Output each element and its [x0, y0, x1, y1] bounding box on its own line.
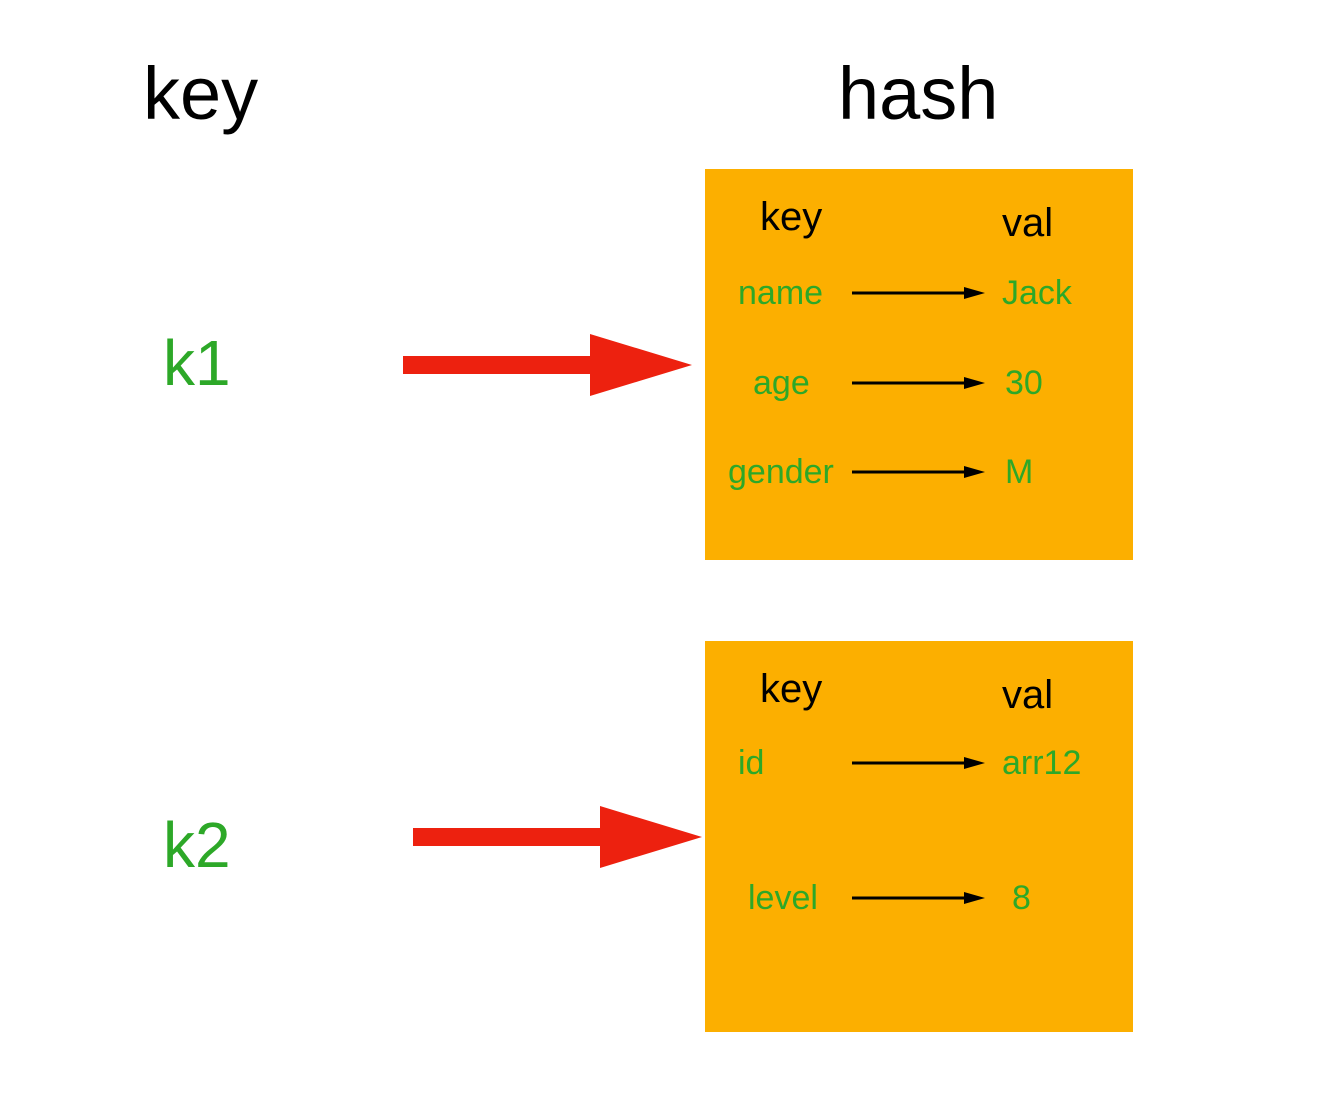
column-header-key: key	[760, 667, 823, 711]
column-header-val: val	[1002, 201, 1054, 245]
row-arrow-icon	[852, 757, 985, 769]
row-value-label: arr12	[1002, 744, 1082, 782]
row-key-label: name	[738, 274, 824, 312]
row-arrow-icon	[852, 287, 985, 299]
hash-row: age 30	[705, 363, 1133, 403]
column-header-key: key	[760, 195, 823, 239]
key-label-k2: k2	[163, 809, 231, 881]
row-key-label: level	[748, 879, 818, 917]
hash-row: gender M	[705, 452, 1133, 492]
row-key-label: age	[753, 364, 810, 402]
column-header-val: val	[1002, 673, 1054, 717]
key-label-k1: k1	[163, 327, 231, 399]
row-value-label: 8	[1012, 879, 1031, 917]
row-arrow-icon	[852, 892, 985, 904]
red-arrow-k2-icon	[413, 806, 702, 868]
hash-box-2: key val id arr12 level 8	[705, 641, 1133, 1032]
row-arrow-icon	[852, 377, 985, 389]
row-key-label: gender	[728, 453, 834, 491]
hash-box-1: key val name Jack age 30 gender M	[705, 169, 1133, 560]
hash-row: name Jack	[705, 273, 1133, 313]
page-title-hash: hash	[838, 52, 999, 135]
hash-row: level 8	[705, 878, 1133, 918]
row-value-label: 30	[1005, 364, 1043, 402]
red-arrow-k1-icon	[403, 334, 692, 396]
hash-row: id arr12	[705, 743, 1133, 783]
row-value-label: M	[1005, 453, 1034, 491]
row-key-label: id	[738, 744, 765, 782]
row-arrow-icon	[852, 466, 985, 478]
page-title-key: key	[143, 52, 259, 135]
row-value-label: Jack	[1002, 274, 1072, 312]
